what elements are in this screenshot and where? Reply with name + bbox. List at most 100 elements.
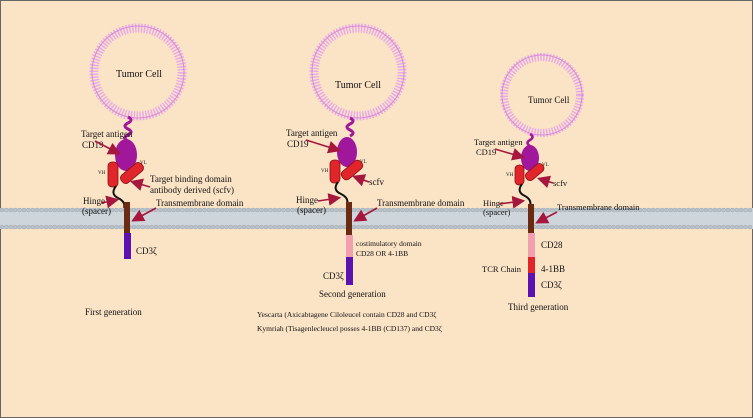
lipid-head <box>206 207 211 213</box>
lipid-head <box>576 207 581 213</box>
target-antigen-label: Target antigen <box>286 128 338 138</box>
lipid-head <box>541 207 546 213</box>
spacer-label: (spacer) <box>483 207 511 217</box>
lipid-head <box>602 207 607 213</box>
lipid-head <box>681 207 687 213</box>
lipid-head <box>202 207 207 213</box>
lipid-head <box>488 207 493 213</box>
lipid-head <box>211 224 216 230</box>
lipid-head <box>351 224 357 230</box>
lipid-head <box>334 207 339 213</box>
lipid-head <box>307 224 313 230</box>
vh-domain <box>107 161 119 188</box>
lipid-head <box>140 207 145 213</box>
lipid-head <box>673 207 678 213</box>
lipid-head <box>316 207 321 213</box>
lipid-head <box>686 207 691 213</box>
lipid-head <box>101 207 106 213</box>
lipid-head <box>30 224 35 230</box>
lipid-head <box>734 207 739 213</box>
lipid-head <box>505 224 511 230</box>
lipid-head <box>475 207 480 213</box>
vh-label: VH <box>506 173 514 178</box>
lipid-head <box>312 207 317 213</box>
lipid-head <box>633 224 638 230</box>
lipid-head <box>611 207 616 213</box>
lipid-head <box>743 224 748 230</box>
lipid-head <box>422 207 427 213</box>
lipid-head <box>373 224 379 230</box>
lipid-head <box>466 207 471 213</box>
lipid-head <box>585 224 590 230</box>
lipid-head <box>356 224 361 230</box>
lipid-head <box>607 224 612 230</box>
tumor-cell-1: Tumor Cell <box>89 23 187 121</box>
target-antigen-label: Target antigen <box>474 137 523 147</box>
lipid-head <box>35 207 40 213</box>
lipid-head <box>241 224 247 230</box>
lipid-head <box>409 224 414 230</box>
lipid-head <box>145 224 150 230</box>
lipid-head <box>457 224 462 230</box>
tumor-cell-label: Tumor Cell <box>335 80 381 91</box>
lipid-head <box>444 224 449 230</box>
lipid-head <box>382 207 387 213</box>
lipid-head <box>325 207 330 213</box>
lipid-head <box>519 207 524 213</box>
lipid-head <box>48 207 53 213</box>
lipid-head <box>598 224 603 230</box>
lipid-head <box>272 207 277 213</box>
first-generation: Tumor Cell VH VL Target antigen CD19 Tar… <box>81 23 244 317</box>
lipid-head <box>739 207 744 213</box>
lipid-head <box>673 224 678 230</box>
transmembrane-domain <box>346 202 352 235</box>
lipid-head <box>435 207 440 213</box>
lipid-head <box>303 224 308 230</box>
lipid-head <box>404 224 409 230</box>
lipid-head <box>686 224 691 230</box>
lipid-head <box>65 207 71 213</box>
lipid-head <box>312 224 317 230</box>
lipid-head <box>290 224 295 230</box>
lipid-head <box>246 207 251 213</box>
cd3z-label: CD3ζ <box>136 246 157 256</box>
lipid-head <box>277 207 282 213</box>
lipid-head <box>356 207 361 213</box>
lipid-head <box>395 224 401 230</box>
lipid-head <box>263 207 269 213</box>
lipid-head <box>70 224 75 230</box>
lipid-head <box>747 224 753 230</box>
lipid-head <box>277 224 282 230</box>
lipid-head <box>422 224 427 230</box>
lipid-head <box>637 224 643 230</box>
lipid-head <box>162 224 167 230</box>
lipid-head <box>52 207 57 213</box>
membrane-heads-bottom <box>0 224 753 230</box>
lipid-head <box>734 224 739 230</box>
third-generation: Tumor Cell VH VL Target antigen CD19 scf… <box>474 53 640 312</box>
lipid-head <box>338 224 343 230</box>
hinge-label: Hinge <box>296 195 318 205</box>
lipid-head <box>96 224 101 230</box>
lipid-head <box>721 224 726 230</box>
kymriah-note: Kymriah (Tisagenlecleucel posses 4-1BB (… <box>257 324 442 333</box>
lipid-head <box>730 207 735 213</box>
lipid-head <box>259 207 264 213</box>
lipid-head <box>118 207 123 213</box>
lipid-head <box>219 207 225 213</box>
hinge-label: Hinge <box>483 198 504 208</box>
lipid-head <box>281 207 286 213</box>
lipid-head <box>690 207 695 213</box>
lipid-head <box>8 224 13 230</box>
costim-options-label: CD28 OR 4-1BB <box>356 249 408 258</box>
lipid-head <box>717 224 722 230</box>
lipid-head <box>299 224 304 230</box>
scfv-arrow <box>351 174 370 187</box>
lipid-head <box>0 207 5 213</box>
lipid-head <box>514 207 519 213</box>
lipid-head <box>739 224 744 230</box>
lipid-head <box>536 224 541 230</box>
scfv-label: antibody derived (scfv) <box>150 185 234 195</box>
hinge-arrow <box>498 195 526 209</box>
lipid-head <box>175 207 181 213</box>
